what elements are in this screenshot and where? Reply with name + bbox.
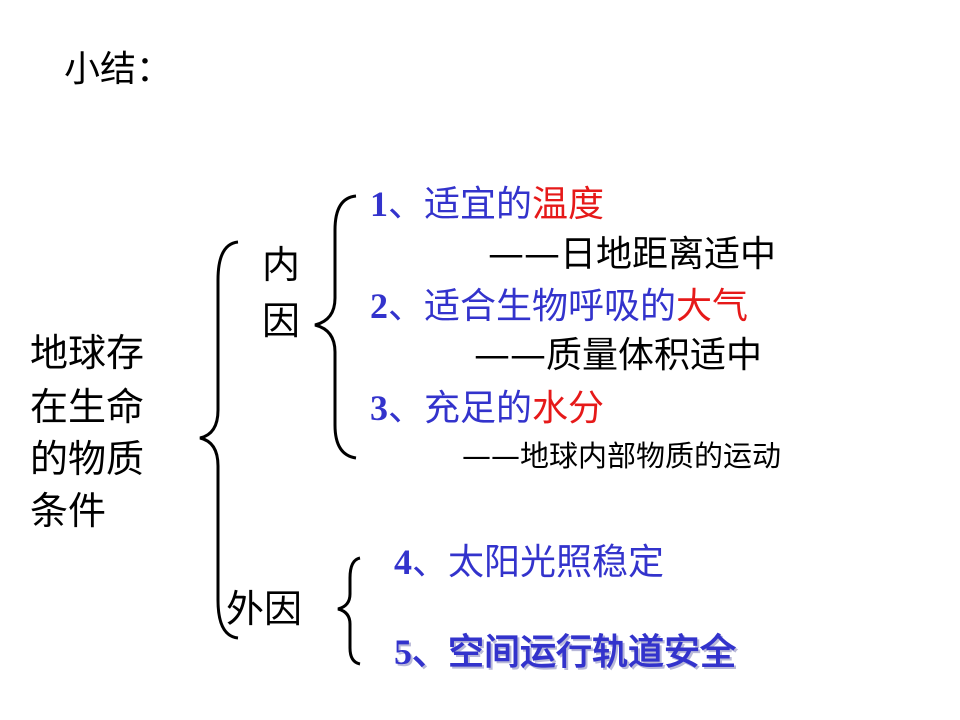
item-2-keyword: 大气 xyxy=(676,286,749,327)
internal-label-1: 内 xyxy=(262,243,301,287)
slide-title: 小结： xyxy=(64,49,173,90)
item-1-reason: ——日地距离适中 xyxy=(488,234,777,275)
external-label: 外因 xyxy=(226,587,303,631)
internal-brace xyxy=(314,194,357,460)
internal-label-2: 因 xyxy=(262,299,301,343)
item-1: 1、适宜的温度 xyxy=(370,184,605,225)
item-1-keyword: 温度 xyxy=(532,184,605,225)
item-3-keyword: 水分 xyxy=(532,388,605,429)
item-1-text: 适宜的 xyxy=(424,184,533,225)
item-5-number: 5 xyxy=(394,632,412,672)
item-4-text: 太阳光照稳定 xyxy=(448,542,665,583)
item-2-number: 2 xyxy=(370,286,388,326)
item-4: 4、太阳光照稳定 xyxy=(394,542,665,583)
item-1-number: 1 xyxy=(370,184,388,224)
outer-brace xyxy=(199,240,239,640)
item-2: 2、适合生物呼吸的大气 xyxy=(370,286,749,327)
item-3-number: 3 xyxy=(370,388,388,428)
item-5-text: 空间运行轨道安全 xyxy=(448,632,737,673)
main-label-line-1: 地球存 xyxy=(30,331,145,375)
item-3-text: 充足的 xyxy=(424,388,533,429)
main-label-line-3: 的物质 xyxy=(30,437,145,481)
item-4-number: 4 xyxy=(394,542,412,582)
main-label-line-4: 条件 xyxy=(30,489,107,533)
item-5: 5、空间运行轨道安全 xyxy=(394,632,737,673)
item-2-text: 适合生物呼吸的 xyxy=(424,286,677,327)
item-3-reason: ——地球内部物质的运动 xyxy=(462,439,782,473)
main-label-line-2: 在生命 xyxy=(30,385,145,429)
item-3: 3、充足的水分 xyxy=(370,388,605,429)
item-2-reason: ——质量体积适中 xyxy=(474,335,763,376)
external-brace xyxy=(337,556,361,666)
